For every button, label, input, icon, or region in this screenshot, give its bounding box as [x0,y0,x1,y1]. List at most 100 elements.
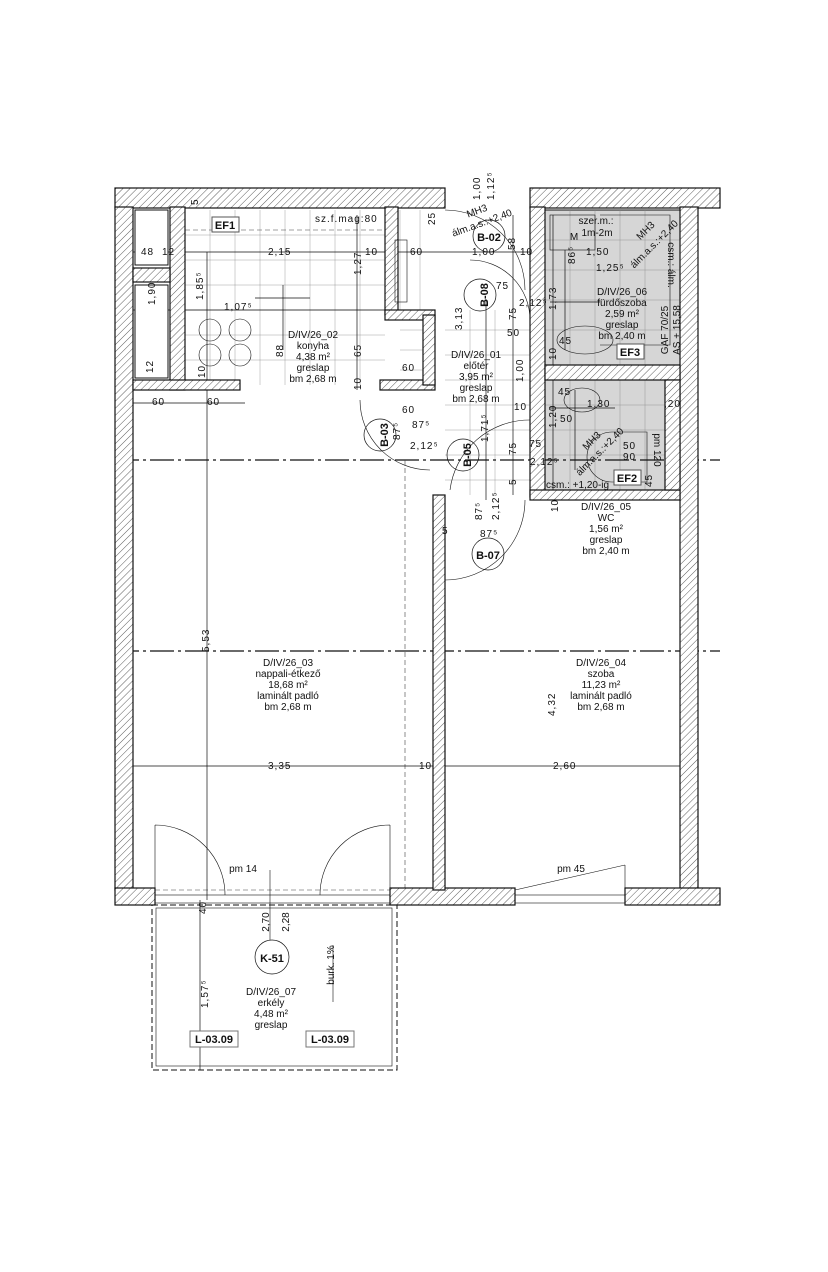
plan-label: 1,73 [548,287,559,310]
plan-label: M [570,232,578,243]
door-tag-b02: B-02 [472,219,506,253]
plan-label: 45 [558,387,571,398]
plan-label: 1,00 [472,177,483,200]
plan-label: 5 [508,478,519,485]
plan-label: 10 [419,761,432,772]
plan-label: 87⁵ [392,422,403,440]
room-height: bm 2,40 m [598,331,645,342]
room-name: konyha [297,341,330,352]
plan-label: 60 [152,397,165,408]
room-floor: greslap [590,535,623,546]
plan-label: 5,53 [201,629,212,652]
plan-label: 75 [508,307,519,320]
plan-label: 87⁵ [412,420,430,431]
plan-label: csm.: +1,20-ig [546,480,609,491]
room-area: 2,59 m² [605,309,640,320]
room-height: bm 2,68 m [289,374,336,385]
plan-label: 1,25⁵ [596,263,625,274]
plan-label: B-07 [476,550,500,562]
plan-label: 50 [507,328,520,339]
plan-label: 2,70 [261,912,272,932]
room-id: D/IV/26_07 [246,987,296,998]
plan-label: 2,12⁵ [410,441,439,452]
plan-label: 10 [520,247,533,258]
plan-label: 87⁵ [480,529,498,540]
tag-ef1: EF1 [211,216,240,233]
room-name: WC [598,513,615,524]
plan-label: 10 [548,347,559,360]
plan-label: L-03.09 [311,1034,349,1046]
room-label-wc: D/IV/26_05 WC 1,56 m² greslap bm 2,40 m [581,502,631,557]
tag-l0309-right: L-03.09 [305,1030,355,1048]
plan-label: ,20 [664,399,681,410]
plan-label: 10 [197,365,208,378]
tag-l0309-left: L-03.09 [189,1030,239,1048]
plan-label: 60 [402,405,415,416]
plan-label: 4,32 [547,693,558,716]
plan-label: 58 [507,237,518,250]
plan-label: 75 [496,281,509,292]
room-label-eloter: D/IV/26_01 előtér 3,95 m² greslap bm 2,6… [451,350,501,405]
room-floor: laminált padló [257,691,319,702]
plan-label: B-05 [462,443,474,467]
plan-label: 1,90 [147,282,158,305]
plan-label: 1,71⁵ [480,413,491,442]
plan-label: 2,60 [553,761,576,772]
plan-label: burk. 1% [326,945,337,985]
plan-label: 25 [427,212,438,225]
plan-label: B-03 [379,423,391,447]
room-label-szoba: D/IV/26_04 szoba 11,23 m² laminált padló… [570,658,632,713]
plan-label: 65 [353,344,364,357]
plan-label: 88 [275,344,286,357]
plan-label: 90 [623,452,636,463]
room-area: 4,38 m² [296,352,331,363]
tag-ef3: EF3 [616,343,645,360]
plan-label: 12 [145,360,156,373]
plan-label: 60 [207,397,220,408]
windows [154,894,626,904]
room-height: bm 2,40 m [582,546,629,557]
door-tag-b03: B-03 [363,418,397,452]
room-label-konyha: D/IV/26_02 konyha 4,38 m² greslap bm 2,6… [288,330,338,385]
plan-label: 1,85⁵ [195,271,206,300]
plan-label: 1,00 [472,247,495,258]
walls [114,187,721,906]
plan-label: 10 [353,377,364,390]
plan-label: EF2 [617,473,637,485]
plan-label: 1,30 [587,399,610,410]
room-label-nappali: D/IV/26_03 nappali-étkező 18,68 m² lamin… [255,658,320,713]
room-name: erkély [258,998,285,1009]
plan-label: 1m-2m [581,228,612,239]
plan-label: 12 [162,247,175,258]
door-tag-b07: B-07 [471,537,505,571]
plan-label: 2,28 [281,912,292,932]
plan-label: B-02 [477,232,501,244]
plan-label: 86⁵ [567,246,578,264]
plan-label: K-51 [260,953,284,965]
dimension-labels: 48 12 2,15 10 60 1,90 1,85⁵ 1,07⁵ 1,27 8… [141,171,681,1008]
plan-label: 60 [402,363,415,374]
door-tag-b05: B-05 [446,438,480,472]
plan-label: EF1 [215,220,235,232]
plan-label: 10 [514,402,527,413]
plan-label: 60 [410,247,423,258]
plan-label: 45 [559,336,572,347]
plan-label: 5 [190,198,201,205]
plan-label: 1,50 [586,247,609,258]
plan-label: 10 [365,247,378,258]
room-label-furdoszoba: D/IV/26_06 fürdőszoba 2,59 m² greslap bm… [597,287,647,342]
plan-label: 5 [442,526,449,537]
plan-label: szer.m.: [578,216,613,227]
plan-label: 1,00 [515,359,526,382]
room-label-erkely: D/IV/26_07 erkély 4,48 m² greslap [246,987,296,1031]
room-area: 4,48 m² [254,1009,289,1020]
room-area: 3,95 m² [459,372,494,383]
room-id: D/IV/26_06 [597,287,647,298]
plan-label: 2,15 [268,247,291,258]
room-area: 1,56 m² [589,524,624,535]
plan-label: 3,13 [454,307,465,330]
plan-label: 48 [141,247,154,258]
plan-label: B-08 [479,283,491,307]
plan-label: 75 [529,439,542,450]
